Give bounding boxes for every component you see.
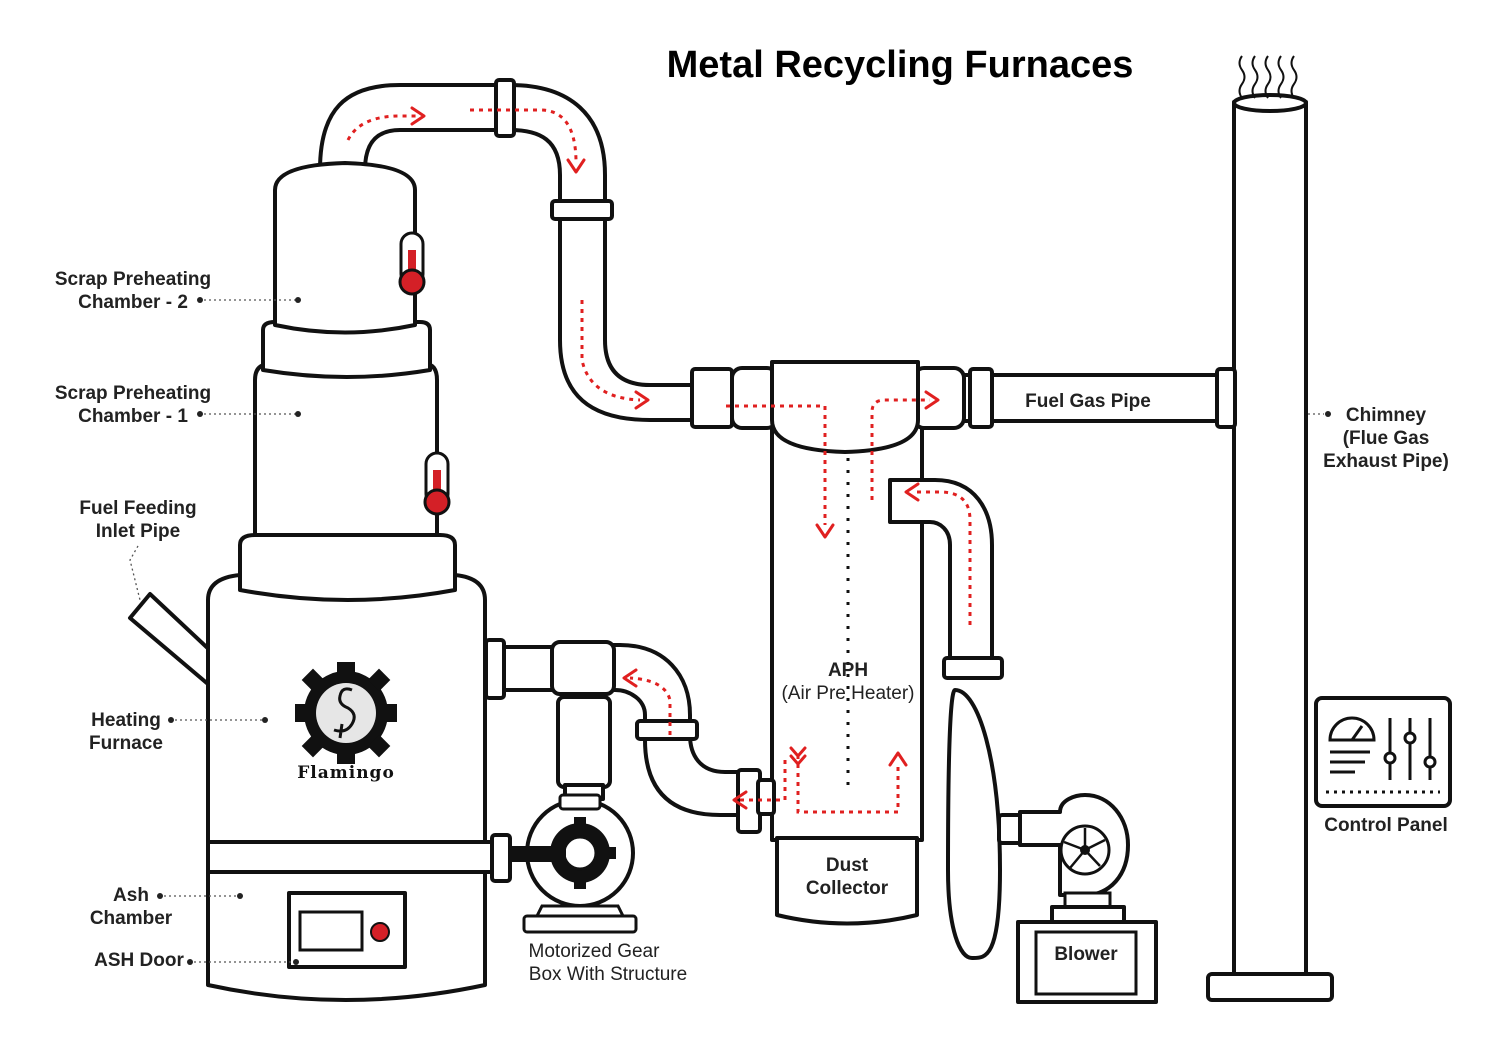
label-fuel-inlet: Fuel Feeding Inlet Pipe [79, 498, 197, 601]
furnace-assembly: Flamingo [128, 161, 512, 1002]
dust-collector: Dust Collector [775, 836, 919, 926]
svg-text:Chamber - 2: Chamber - 2 [78, 292, 188, 313]
fuel-gas-pipe: Fuel Gas Pipe [690, 367, 1237, 429]
furnace-band [206, 840, 510, 874]
aph-sublabel: (Air Pre Heater) [781, 683, 914, 704]
heating-furnace [206, 573, 487, 1002]
top-flue-pipe [318, 78, 702, 422]
svg-text:Chimney: Chimney [1346, 405, 1427, 426]
air-pre-heater: APH (Air Pre Heater) [730, 360, 966, 842]
control-panel-label: Control Panel [1324, 815, 1448, 836]
dust-collector-label-2: Collector [806, 878, 889, 899]
svg-text:Heating: Heating [91, 710, 161, 731]
aph-label: APH [828, 660, 868, 681]
svg-text:Chamber: Chamber [90, 908, 173, 929]
thermometer-icon [423, 451, 451, 516]
blower-label: Blower [1054, 944, 1118, 965]
thermometer-icon [398, 231, 426, 296]
fuel-inlet-pipe [128, 592, 217, 692]
slider-icon [1383, 718, 1437, 780]
svg-text:(Flue Gas: (Flue Gas [1343, 428, 1430, 449]
dust-collector-label-1: Dust [826, 855, 869, 876]
scrap-preheating-chamber-1 [253, 362, 439, 537]
label-ash-chamber: Ash Chamber [90, 885, 243, 929]
blower: Blower [1016, 793, 1158, 1004]
return-pipe [484, 638, 776, 834]
label-scrap-chamber-2: Scrap Preheating Chamber - 2 [55, 269, 301, 313]
diagram-title: Metal Recycling Furnaces [667, 44, 1134, 86]
svg-text:Ash: Ash [113, 885, 149, 906]
blower-air-pipe [888, 478, 1023, 961]
control-panel[interactable]: Control Panel [1314, 696, 1452, 836]
label-scrap-chamber-1: Scrap Preheating Chamber - 1 [55, 383, 301, 427]
label-chimney: Chimney (Flue Gas Exhaust Pipe) [1308, 405, 1449, 472]
scrap-preheating-chamber-2 [273, 161, 417, 335]
flamingo-icon [333, 687, 356, 739]
svg-text:Fuel Feeding: Fuel Feeding [79, 498, 196, 519]
motorized-gear-box: Motorized Gear Box With Structure [504, 695, 687, 985]
svg-text:Furnace: Furnace [89, 733, 163, 754]
label-ash-door: ASH Door [94, 950, 299, 971]
flow-arrows [346, 106, 972, 814]
gear-box-label-1: Motorized Gear [529, 941, 661, 962]
label-heating-furnace: Heating Furnace [89, 710, 268, 754]
gear-logo-icon [295, 662, 397, 764]
chimney [1206, 55, 1334, 1002]
svg-text:ASH Door: ASH Door [94, 950, 184, 971]
smoke-icon [1238, 55, 1298, 99]
svg-text:Chamber - 1: Chamber - 1 [78, 406, 188, 427]
svg-text:Exhaust Pipe): Exhaust Pipe) [1323, 451, 1449, 472]
gauge-icon [1328, 716, 1376, 742]
gear-box-label-2: Box With Structure [529, 964, 687, 985]
svg-text:Scrap Preheating: Scrap Preheating [55, 269, 211, 290]
fan-icon [1059, 824, 1111, 876]
svg-text:Scrap Preheating: Scrap Preheating [55, 383, 211, 404]
svg-text:Inlet Pipe: Inlet Pipe [96, 521, 180, 542]
brand-name: Flamingo [297, 763, 395, 783]
fuel-gas-pipe-label: Fuel Gas Pipe [1025, 391, 1151, 412]
